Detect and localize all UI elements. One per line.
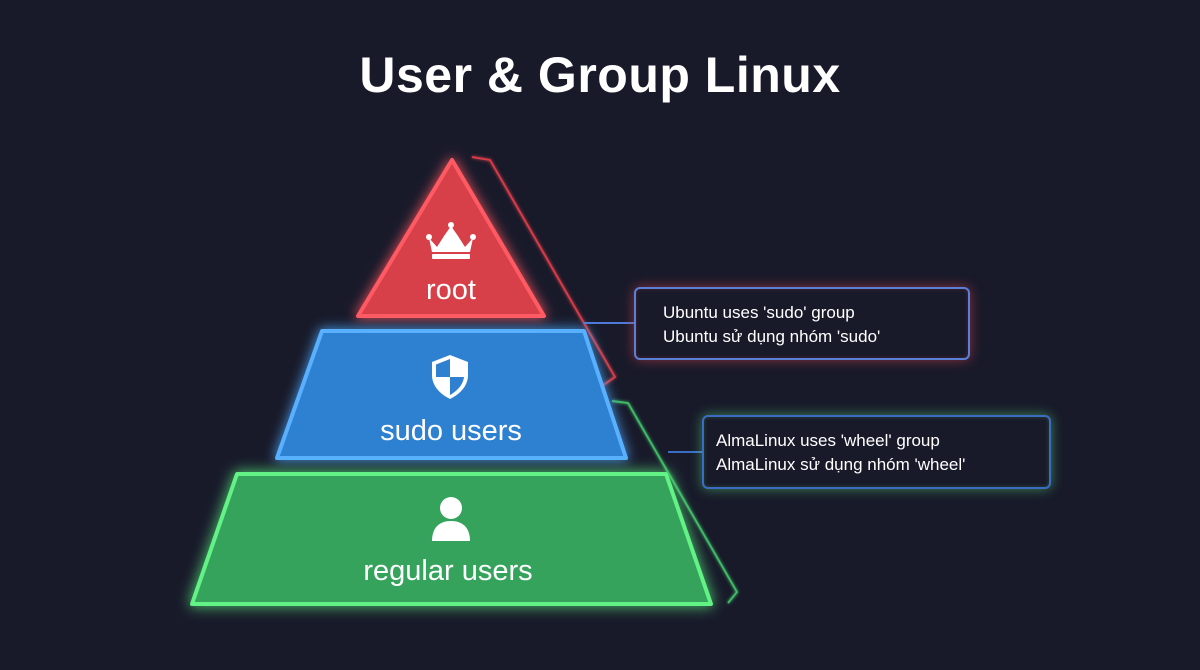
tier-regular: regular users (190, 472, 713, 606)
page-title: User & Group Linux (359, 47, 841, 103)
tier-sudo: sudo users (275, 329, 628, 460)
almalinux-note-line2: AlmaLinux sử dụng nhóm 'wheel' (716, 455, 966, 474)
tier-regular-label: regular users (363, 555, 532, 587)
tier-root-label: root (426, 274, 476, 306)
almalinux-note-line1: AlmaLinux uses 'wheel' group (716, 431, 940, 450)
ubuntu-note-line2: Ubuntu sử dụng nhóm 'sudo' (663, 327, 881, 346)
ubuntu-note: Ubuntu uses 'sudo' group Ubuntu sử dụng … (634, 287, 970, 360)
root-sudo-bracket (471, 156, 617, 387)
almalinux-note: AlmaLinux uses 'wheel' group AlmaLinux s… (702, 415, 1051, 489)
sudo-regular-bracket (611, 400, 739, 604)
tier-sudo-label: sudo users (380, 415, 522, 447)
crown-icon (426, 222, 476, 259)
ubuntu-note-line1: Ubuntu uses 'sudo' group (663, 303, 855, 322)
shield-icon (432, 355, 468, 399)
user-icon (432, 497, 470, 541)
tier-root: root (356, 158, 546, 318)
